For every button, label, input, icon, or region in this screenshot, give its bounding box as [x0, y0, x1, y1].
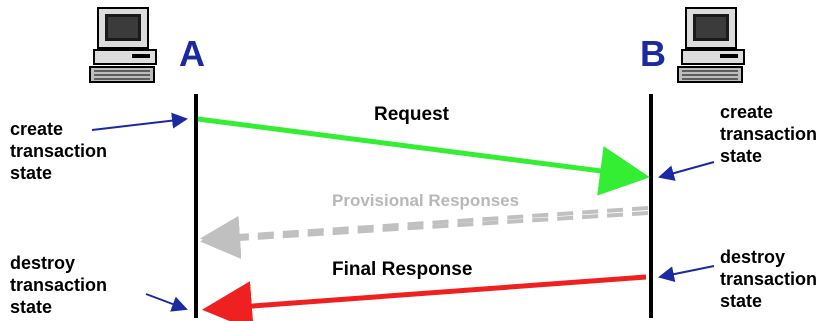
node-label-a: A [179, 33, 205, 74]
annotation-arrow-b-destroy [658, 265, 715, 283]
provisional-response-arrow-2 [208, 212, 648, 240]
annotation-line: transaction [10, 275, 108, 295]
annotation-a-create: create transaction state [10, 118, 107, 184]
annotation-a-destroy: destroy transaction state [10, 252, 107, 318]
provisional-response-arrow-lower [208, 215, 648, 241]
final-response-arrow [202, 274, 647, 321]
annotation-line: state [720, 146, 763, 166]
provisional-response-arrow-second [208, 213, 648, 240]
provisional-response-arrow [208, 211, 648, 239]
annotation-line: state [720, 291, 763, 311]
desktop-computer-icon [89, 7, 157, 83]
annotation-line: state [10, 297, 53, 317]
annotation-line: transaction [720, 269, 818, 289]
annotation-line: transaction [10, 141, 108, 161]
desktop-computer-icon [677, 7, 745, 83]
node-label-b: B [640, 33, 666, 74]
annotation-line: create [10, 119, 64, 139]
provisional-response-arrow-2nd [208, 214, 648, 241]
annotation-b-create: create transaction state [720, 101, 817, 167]
annotation-line: destroy [720, 247, 786, 267]
annotation-arrow-a-destroy [145, 293, 188, 312]
annotation-arrow-b-create [658, 161, 715, 181]
provisional-response-arrow-final [200, 211, 649, 259]
annotation-arrow-a-create [91, 112, 188, 131]
provisional-response-arrow-two [208, 213, 648, 241]
annotation-b-destroy: destroy transaction state [720, 246, 817, 312]
provisional-response-arrow-second-drawn [208, 213, 648, 241]
final-response-label: Final Response [332, 259, 473, 280]
request-arrow [197, 116, 650, 196]
provisional-response-second-arrow [208, 214, 648, 241]
request-label: Request [374, 104, 449, 125]
annotation-line: state [10, 163, 53, 183]
annotation-line: create [720, 102, 774, 122]
provisional-responses-label: Provisional Responses [332, 191, 520, 210]
annotation-line: transaction [720, 124, 818, 144]
provisional-response-arrow [200, 206, 649, 256]
annotation-line: destroy [10, 253, 76, 273]
provisional-response-arrow-b [208, 214, 648, 241]
